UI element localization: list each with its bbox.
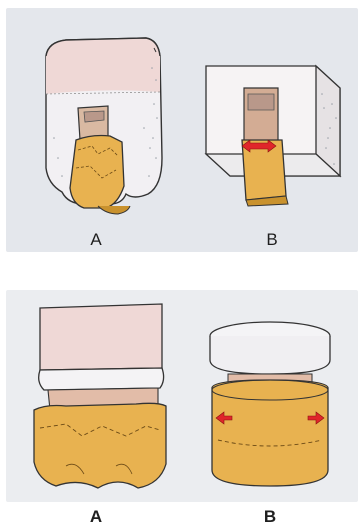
top-left-caption: A: [76, 230, 116, 250]
cylinder-die-drawing: [210, 322, 330, 486]
top-right-caption: B: [252, 230, 292, 250]
bottom-right-caption: B: [250, 507, 290, 527]
top-figure-panel: A B: [6, 8, 358, 252]
top-figure-art: [6, 8, 358, 252]
die-block-drawing: [206, 66, 340, 206]
bottom-figure-panel: [6, 290, 358, 502]
tooth-with-inlay-drawing: [46, 38, 162, 214]
bottom-figure-art: [6, 290, 358, 502]
bottom-left-caption: A: [76, 507, 116, 527]
tooth-with-crown-drawing: [34, 304, 166, 488]
